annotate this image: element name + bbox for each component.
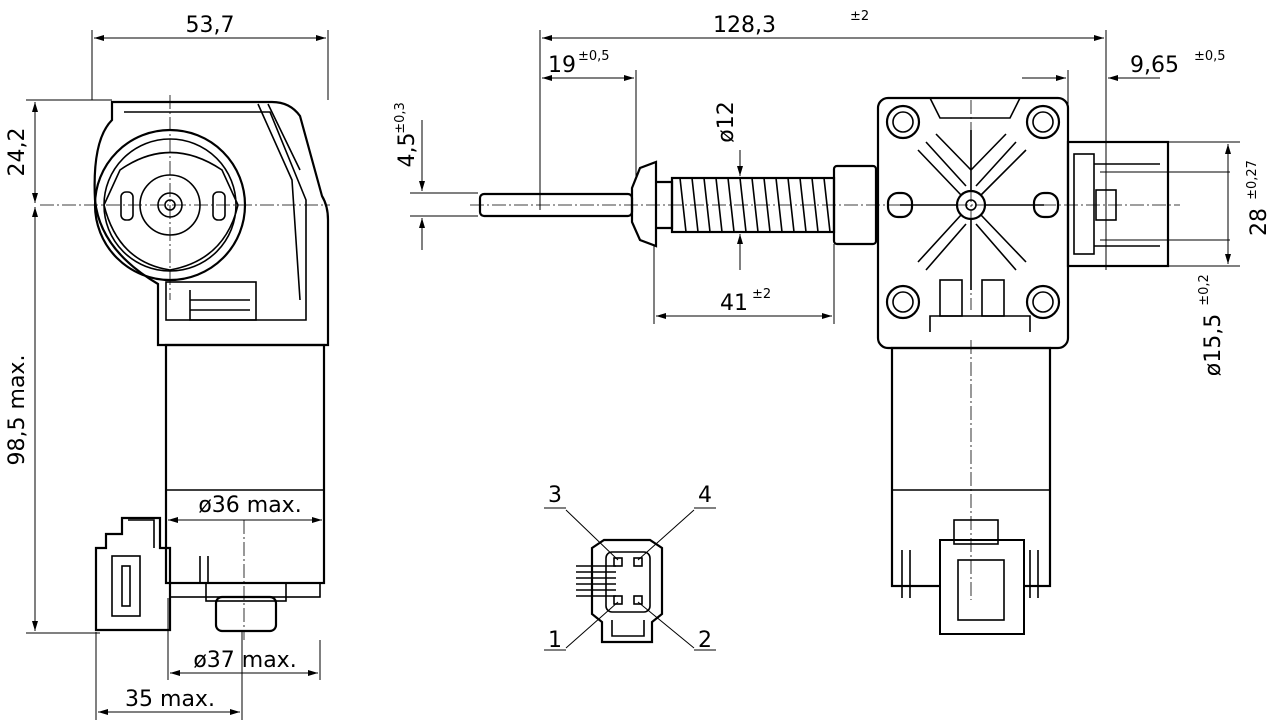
front-view-dimensions: 128,3 ±2 19 ±0,5 ø12 4,5 ±0,3 41 ±2 9,65… xyxy=(393,9,1272,376)
side-view xyxy=(40,95,330,640)
dim-35-max: 35 max. xyxy=(125,687,215,712)
dim-128-3-tol: ±2 xyxy=(850,9,869,24)
dim-4-5: 4,5 xyxy=(395,133,420,168)
dim-41: 41 xyxy=(720,291,748,316)
dim-19-tol: ±0,5 xyxy=(578,49,610,64)
dim-9-65: 9,65 xyxy=(1130,53,1179,78)
connector-detail: 3 4 1 2 xyxy=(544,483,716,653)
pin-label-3: 3 xyxy=(548,483,562,508)
dim-53-7: 53,7 xyxy=(186,13,235,38)
dim-128-3: 128,3 xyxy=(713,13,776,38)
dim-dia-36-max: ø36 max. xyxy=(198,493,301,518)
dim-dia-15-5-tol: ±0,2 xyxy=(1197,274,1212,306)
dim-dia-12: ø12 xyxy=(714,101,739,142)
pin-label-2: 2 xyxy=(698,628,712,653)
dim-28-tol: ±0,27 xyxy=(1245,160,1260,200)
dim-28: 28 xyxy=(1247,208,1272,236)
front-view xyxy=(470,96,1180,635)
side-view-dimensions: 53,7 24,2 98,5 max. ø36 max. ø37 max. 35… xyxy=(5,13,329,720)
pin-label-1: 1 xyxy=(548,628,562,653)
dim-98-5-max: 98,5 max. xyxy=(5,355,30,466)
dim-41-tol: ±2 xyxy=(752,287,771,302)
dim-19: 19 xyxy=(548,53,576,78)
dim-4-5-tol: ±0,3 xyxy=(393,102,408,134)
dim-dia-37-max: ø37 max. xyxy=(193,648,296,673)
housing-ribs xyxy=(900,130,1044,290)
dim-24-2: 24,2 xyxy=(5,128,30,177)
dim-9-65-tol: ±0,5 xyxy=(1194,49,1226,64)
dim-dia-15-5: ø15,5 xyxy=(1201,314,1226,376)
pin-label-4: 4 xyxy=(698,483,712,508)
